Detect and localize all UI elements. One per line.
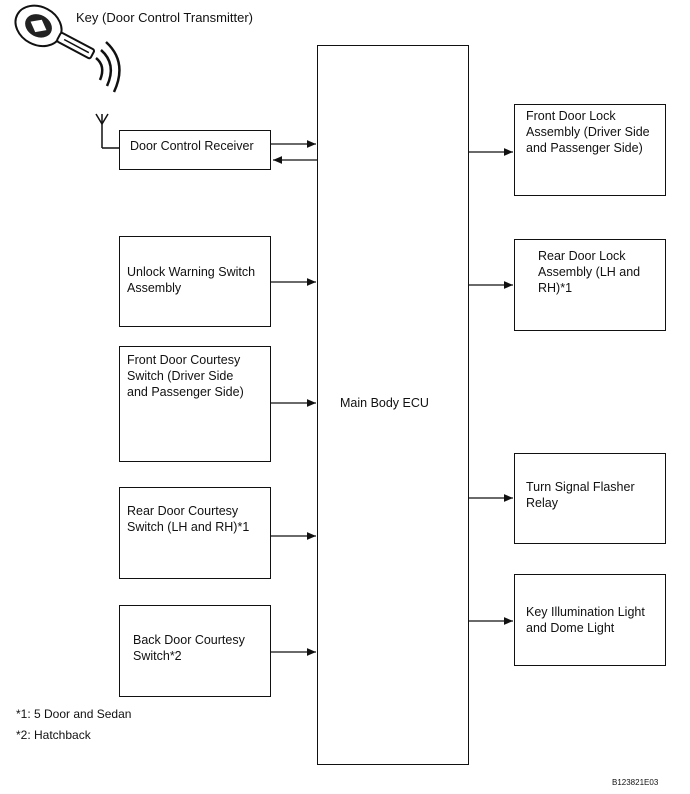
footnote-2: *2: Hatchback [16,728,91,742]
door-control-receiver-box [119,130,271,170]
unlock-warning-switch-label: Unlock Warning Switch Assembly [127,265,256,295]
rear-door-courtesy-switch-label: Rear Door Courtesy Switch (LH and RH)*1 [127,504,250,534]
turn-signal-flasher-relay-label: Turn Signal Flasher Relay [526,480,635,510]
figure-code: B123821E03 [612,778,659,787]
front-door-lock-assembly-label: Front Door Lock Assembly (Driver Side an… [526,109,650,155]
main-body-ecu-label: Main Body ECU [340,396,429,410]
diagram-title: Key (Door Control Transmitter) [76,10,253,25]
unlock-warning-switch-box [119,236,271,327]
back-door-courtesy-switch-box [119,605,271,697]
rear-door-lock-assembly-label: Rear Door Lock Assembly (LH and RH)*1 [538,249,641,295]
key-fob-icon [14,4,121,93]
key-illumination-light-label: Key Illumination Light and Dome Light [526,605,645,635]
back-door-courtesy-switch-label: Back Door Courtesy Switch*2 [133,633,245,663]
front-door-lock-assembly-box [514,104,666,196]
rear-door-lock-assembly-box [514,239,666,331]
antenna-icon [95,113,120,149]
main-body-ecu-box [317,45,469,765]
turn-signal-flasher-relay-box [514,453,666,544]
door-control-receiver-label: Door Control Receiver [130,139,254,153]
front-door-courtesy-switch-label: Front Door Courtesy Switch (Driver Side … [127,353,244,399]
rear-door-courtesy-switch-box [119,487,271,579]
front-door-courtesy-switch-box [119,346,271,462]
key-illumination-light-box [514,574,666,666]
footnote-1: *1: 5 Door and Sedan [16,707,132,721]
